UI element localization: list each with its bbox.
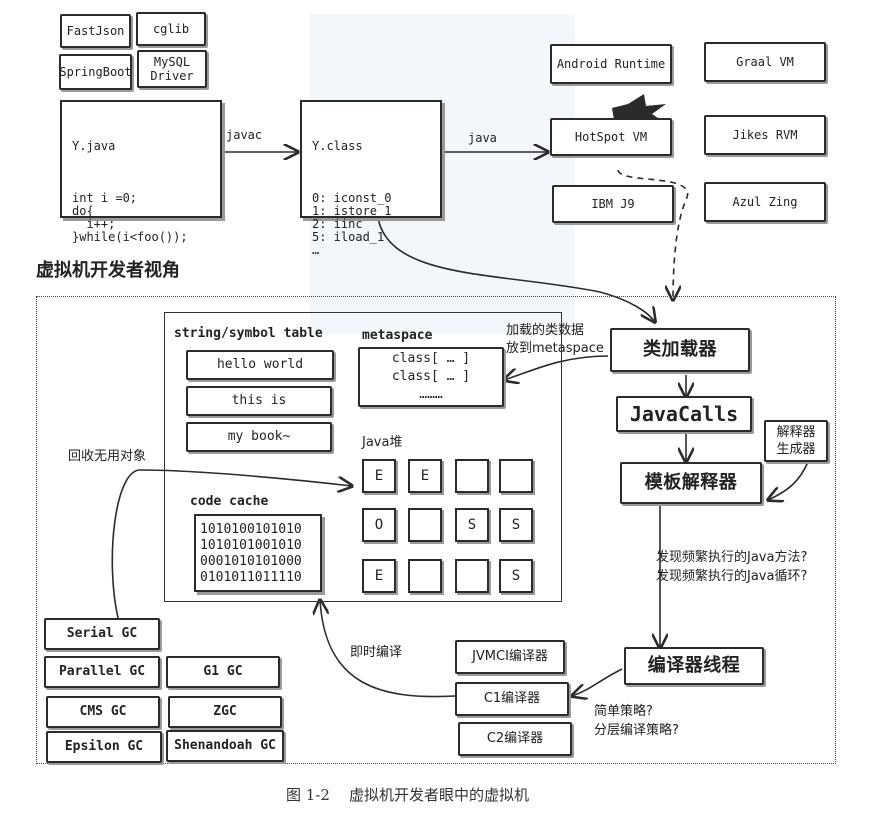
javac-label: javac xyxy=(226,128,263,142)
hot-code-note: 发现频繁执行的Java方法? 发现频繁执行的Java循环? xyxy=(656,550,808,584)
source-file-box: Y.java int i =0; do{ i++; }while(i<foo()… xyxy=(60,100,222,244)
class-file-code: 0: iconst_0 1: istore_1 2: iinc 5: iload… xyxy=(312,191,392,257)
gc-note: 回收无用对象 xyxy=(68,449,147,464)
source-file-code: int i =0; do{ i++; }while(i<foo()); xyxy=(72,191,188,244)
java-calls-box: JavaCalls xyxy=(616,396,752,432)
vm-graal: Graal VM xyxy=(704,42,826,82)
lib-fastjson: FastJson xyxy=(60,14,131,48)
heap-cell: E xyxy=(408,459,442,493)
generator-to-interp-arrow xyxy=(768,461,809,500)
gc-cms: CMS GC xyxy=(46,696,160,728)
string-table-title: string/symbol table xyxy=(174,326,323,341)
loader-to-metaspace-arrow xyxy=(504,355,609,380)
jvm-boundary xyxy=(36,296,836,764)
gc-g1: G1 GC xyxy=(166,656,280,688)
heap-cell: S xyxy=(499,508,533,542)
string-item-my-book: my book~ xyxy=(186,422,332,452)
heap-cell: O xyxy=(362,508,396,542)
strategy-note: 简单策略? 分层编译策略? xyxy=(594,704,679,738)
lib-mysql-driver: MySQL Driver xyxy=(137,50,207,88)
compiler-c1: C1编译器 xyxy=(455,682,569,716)
lib-springboot: SpringBoot xyxy=(59,54,132,90)
java-label: java xyxy=(468,131,497,145)
section-heading: 虚拟机开发者视角 xyxy=(36,260,180,281)
lib-cglib: cglib xyxy=(136,12,206,46)
compiler-to-c1-arrow xyxy=(572,668,623,696)
metaspace-title: metaspace xyxy=(362,328,433,343)
runtime-data-area xyxy=(164,312,562,602)
class-file-box: Y.class 0: iconst_0 1: istore_1 2: iinc … xyxy=(300,100,442,257)
compiler-c2: C2编译器 xyxy=(458,722,572,756)
c1-to-codecache-arrow xyxy=(320,600,456,698)
vm-hotspot: HotSpot VM xyxy=(550,118,672,156)
gc-serial: Serial GC xyxy=(44,618,160,650)
heap-cell xyxy=(455,459,489,493)
gc-zgc: ZGC xyxy=(168,696,282,728)
vm-android-runtime: Android Runtime xyxy=(550,44,672,84)
hotspot-star-icon xyxy=(612,94,666,132)
gc-parallel: Parallel GC xyxy=(44,656,160,688)
class-to-loader-arrow xyxy=(377,217,655,322)
heap-cell xyxy=(408,508,442,542)
interpreter-generator-box: 解释器 生成器 xyxy=(764,420,828,462)
heap-title: Java堆 xyxy=(362,435,403,450)
string-item-hello-world: hello world xyxy=(186,350,334,380)
string-item-this-is: this is xyxy=(186,386,332,416)
code-cache-box: 1010100101010 1010101001010 000101010100… xyxy=(194,514,322,592)
heap-cell: S xyxy=(499,559,533,593)
class-file-title: Y.class xyxy=(312,139,363,153)
template-interpreter-box: 模板解释器 xyxy=(620,462,762,504)
code-cache-title: code cache xyxy=(190,494,269,509)
heap-cell xyxy=(499,459,533,493)
class-loader-box: 类加载器 xyxy=(610,328,750,372)
heap-cell: E xyxy=(362,459,396,493)
heap-cell xyxy=(408,559,442,593)
heap-cell: E xyxy=(362,559,396,593)
heap-cell xyxy=(455,559,489,593)
vm-ibm-j9: IBM J9 xyxy=(552,185,674,223)
metaspace-box: class[ … ] class[ … ] ……… xyxy=(358,347,504,407)
vm-jikes-rvm: Jikes RVM xyxy=(704,115,826,155)
figure-caption: 图 1-2 虚拟机开发者眼中的虚拟机 xyxy=(286,786,529,804)
vm-azul-zing: Azul Zing xyxy=(704,182,826,222)
compiler-thread-box: 编译器线程 xyxy=(624,647,764,685)
source-file-title: Y.java xyxy=(72,139,116,153)
jit-note: 即时编译 xyxy=(350,645,403,660)
gc-to-heap-arrow xyxy=(111,469,352,619)
compiler-jvmci: JVMCI编译器 xyxy=(455,640,565,674)
gc-shenandoah: Shenandoah GC xyxy=(166,730,284,762)
gc-epsilon: Epsilon GC xyxy=(46,731,162,763)
load-note: 加载的类数据 放到metaspace xyxy=(506,323,604,356)
heap-cell: S xyxy=(455,508,489,542)
